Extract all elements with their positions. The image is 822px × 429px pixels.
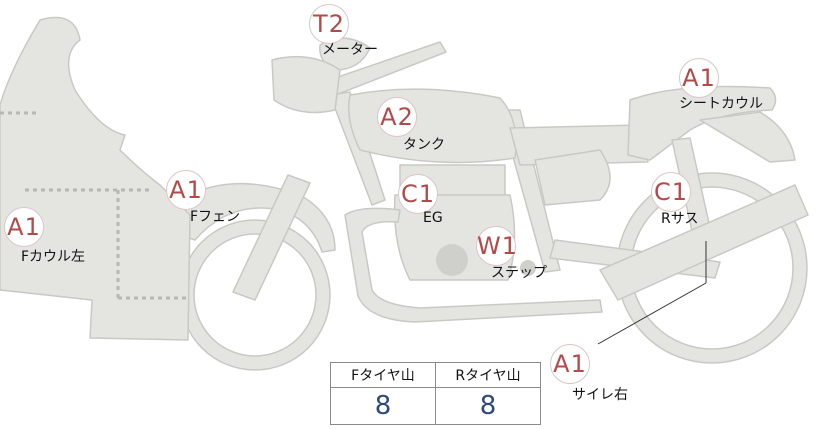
r-suspension-code-badge: C1: [651, 172, 691, 212]
f-cowl-left-label: Fカウル左: [21, 249, 86, 265]
rear-tread-header: Rタイヤ山: [435, 362, 541, 388]
meter-shape: [319, 37, 371, 71]
step-peg: [520, 260, 536, 276]
frame-main-shape: [329, 91, 386, 206]
tread-value-row: 8 8: [330, 387, 541, 425]
f-fender-code-badge: A1: [166, 170, 206, 210]
seat-cowl-label: シートカウル: [679, 96, 763, 112]
step-label: ステップ: [491, 265, 547, 281]
step-code-badge: W1: [476, 226, 517, 266]
engine-label: EG: [423, 210, 443, 226]
front-cowl-shape: [0, 16, 191, 341]
f-fender-label: Fフェン: [190, 209, 241, 225]
f-cowl-left-code-badge: A1: [4, 207, 44, 247]
front-wheel-inner: [193, 233, 317, 357]
meter-code-badge: T2: [309, 4, 349, 44]
cowl-panel-lines: [0, 111, 190, 300]
tire-tread-table: Fタイヤ山 Rタイヤ山 8 8: [330, 362, 541, 425]
tank-code-badge: A2: [377, 97, 417, 137]
muffler-right-code-badge: A1: [550, 344, 590, 384]
leader-lines: [597, 241, 707, 345]
exhaust-pipe-shape: [344, 207, 603, 323]
muffler-right-label: サイレ右: [572, 387, 628, 403]
tail-shape: [699, 111, 796, 163]
engine-cover: [436, 244, 468, 276]
muffler-shape: [599, 184, 809, 301]
front-tread-header: Fタイヤ山: [330, 362, 436, 388]
seat-shape: [509, 124, 649, 166]
tank-label: タンク: [403, 137, 445, 153]
seat-cowl-code-badge: A1: [679, 58, 719, 98]
engine-code-badge: C1: [398, 174, 438, 214]
side-panel-shape: [534, 149, 611, 206]
front-tread-value: 8: [330, 387, 436, 425]
headlight-shape: [271, 55, 341, 114]
meter-label: メーター: [322, 42, 378, 58]
front-fork-shape: [232, 174, 311, 301]
tread-header-row: Fタイヤ山 Rタイヤ山: [330, 362, 541, 388]
rear-tread-value: 8: [435, 387, 541, 425]
r-suspension-label: Rサス: [661, 211, 699, 227]
